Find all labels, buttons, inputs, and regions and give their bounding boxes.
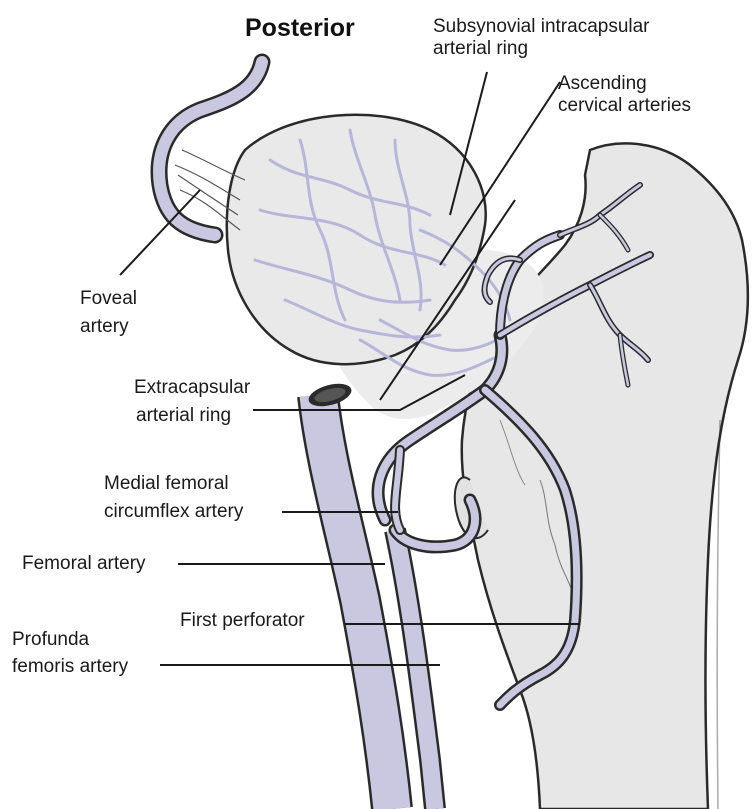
label-profunda-line1: Profunda <box>12 626 128 653</box>
label-femoral-artery: Femoral artery <box>22 553 146 575</box>
label-foveal-line1: Foveal <box>80 285 137 313</box>
label-medial-circumflex-line2: circumflex artery <box>104 498 243 526</box>
label-subsynovial-line1: Subsynovial intracapsular <box>433 16 650 38</box>
label-medial-circumflex-line1: Medial femoral <box>104 470 243 498</box>
label-profunda-line2: femoris artery <box>12 653 128 680</box>
view-label-posterior: Posterior <box>245 14 355 42</box>
femoral-artery-vessel <box>306 380 392 809</box>
label-ascending-line2: cervical arteries <box>558 95 691 117</box>
label-extracapsular-ring: Extracapsular arterial ring <box>134 374 250 430</box>
label-profunda-femoris: Profunda femoris artery <box>12 626 128 680</box>
label-ascending-cervical: Ascending cervical arteries <box>558 73 691 117</box>
label-extracapsular-line1: Extracapsular <box>134 374 250 402</box>
label-medial-femoral-circumflex: Medial femoral circumflex artery <box>104 470 243 526</box>
label-subsynovial-intracapsular: Subsynovial intracapsular arterial ring <box>433 16 650 60</box>
label-foveal-line2: artery <box>80 313 137 341</box>
label-ascending-line1: Ascending <box>558 73 691 95</box>
label-first-perforator: First perforator <box>180 610 305 632</box>
label-extracapsular-line2: arterial ring <box>134 402 250 430</box>
label-foveal-artery: Foveal artery <box>80 285 137 341</box>
label-subsynovial-line2: arterial ring <box>433 38 650 60</box>
